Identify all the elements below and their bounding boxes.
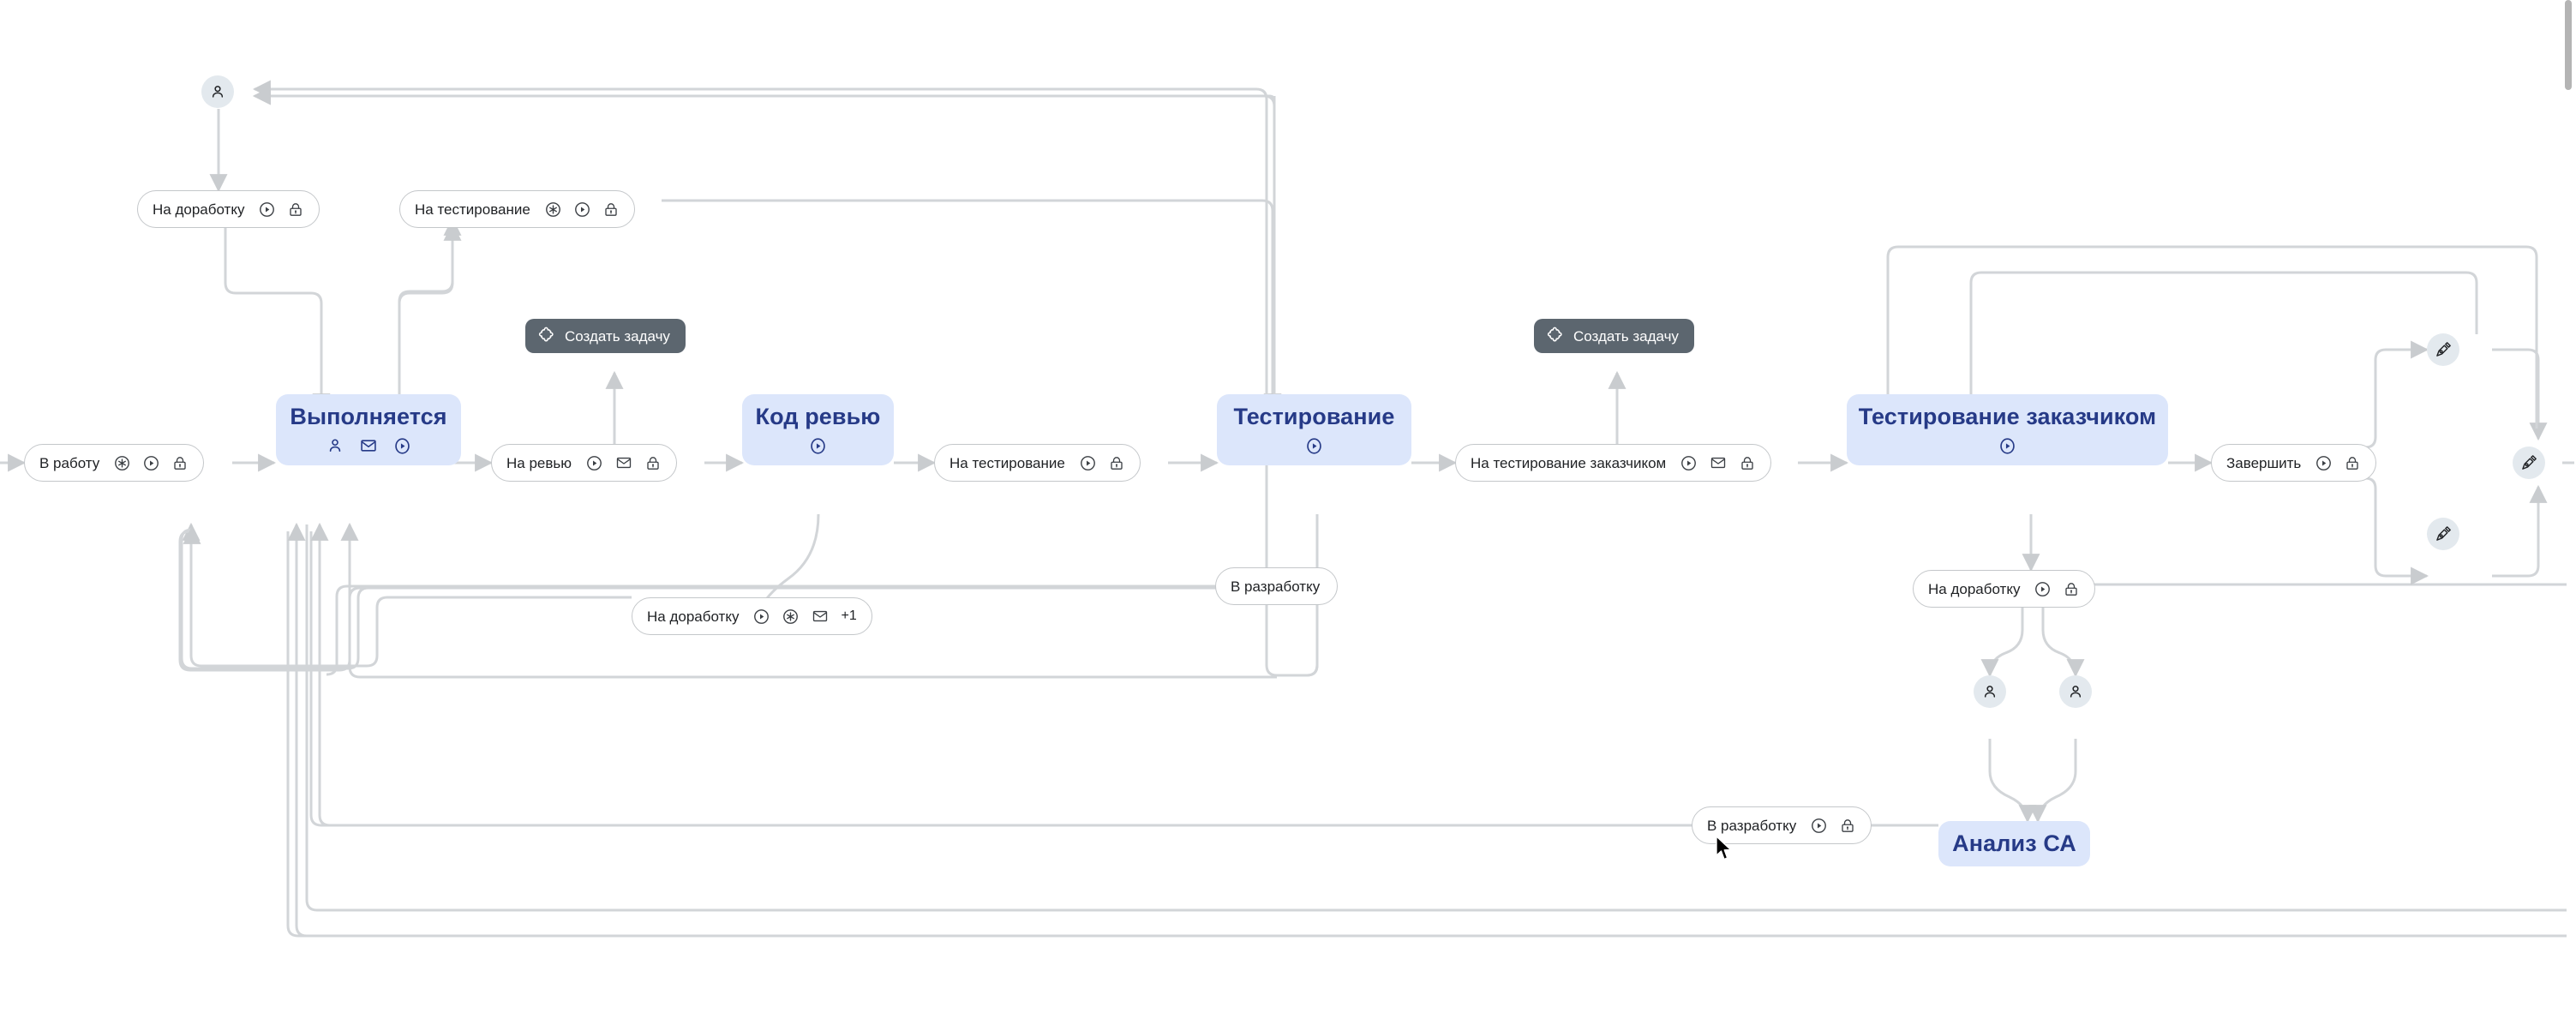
lock-icon[interactable] [1739,454,1756,472]
transition-icon-row [544,201,620,219]
envelope-icon[interactable] [1709,454,1728,471]
gadget-pen-right-top[interactable] [2427,333,2459,366]
transition-pill-na-dorabotku-zakazchik[interactable]: На доработку [1913,570,2096,608]
lock-icon[interactable] [602,201,620,219]
lock-icon[interactable] [2063,580,2080,598]
asterisk-circle-icon[interactable] [782,608,800,626]
lock-icon[interactable] [1839,817,1856,835]
more-actions-count[interactable]: +1 [841,608,857,623]
envelope-icon[interactable] [359,437,378,454]
transition-icon-row: +1 [752,608,857,626]
transition-icon-row [2034,580,2080,598]
lock-icon[interactable] [2344,454,2361,472]
state-title: Выполняется [290,404,447,430]
transition-icon-row [113,454,189,472]
play-circle-icon[interactable] [2034,580,2052,598]
pen-icon [2436,342,2451,357]
state-title: Код ревью [755,404,881,430]
state-title: Анализ СА [1952,830,2076,856]
lock-icon[interactable] [171,454,189,472]
lock-icon[interactable] [1108,454,1125,472]
transition-pill-v-rabotu[interactable]: В работу [24,444,205,482]
transition-pill-na-revyu[interactable]: На ревью [491,444,678,482]
transition-label: В разработку [1707,817,1797,834]
play-circle-icon[interactable] [1810,817,1828,835]
transition-label: На доработку [647,608,740,625]
transition-icon-row [585,454,662,472]
transition-pill-v-razrabotku-testirovanie[interactable]: В разработку [1215,567,1339,605]
play-circle-icon[interactable] [1079,454,1097,472]
lock-icon[interactable] [644,454,662,472]
gadget-pen-right-bottom[interactable] [2427,518,2459,550]
transition-pill-zavershit[interactable]: Завершить [2211,444,2377,482]
pen-icon [2436,526,2451,541]
transition-label: На доработку [1928,580,2021,597]
transition-pill-na-testirovanie-top[interactable]: На тестирование [399,190,635,228]
state-title: Тестирование [1233,404,1395,430]
envelope-icon[interactable] [614,454,633,471]
person-icon [1984,686,1996,698]
play-circle-icon[interactable] [142,454,160,472]
transition-icon-row [2315,454,2361,472]
transition-label: На ревью [506,454,572,471]
state-node-kod-revyu[interactable]: Код ревью [742,394,894,465]
state-node-testirovanie[interactable]: Тестирование [1217,394,1411,465]
person-icon [2070,686,2082,698]
transition-label: В работу [39,454,100,471]
gadget-person-sa-left[interactable] [1974,675,2006,708]
transition-label: На тестирование [415,201,530,218]
play-circle-icon[interactable] [2315,454,2333,472]
asterisk-circle-icon[interactable] [544,201,562,219]
action-badge-label: Создать задачу [1573,327,1679,345]
transition-pill-na-testirovanie-mid[interactable]: На тестирование [934,444,1141,482]
action-badge-sozdat-zadachu-2[interactable]: Создать задачу [1534,319,1694,353]
state-title: Тестирование заказчиком [1858,404,2157,430]
transition-icon-row [1680,454,1756,472]
puzzle-icon [537,327,556,345]
pen-icon [2522,455,2537,470]
asterisk-circle-icon[interactable] [113,454,131,472]
state-icon-row [809,437,827,455]
puzzle-icon [1546,327,1565,345]
play-circle-icon[interactable] [752,608,770,626]
lock-icon[interactable] [287,201,304,219]
play-circle-icon[interactable] [1680,454,1698,472]
transition-label: На тестирование [950,454,1065,471]
transition-pill-na-dorabotku-top[interactable]: На доработку [137,190,321,228]
play-circle-icon[interactable] [585,454,603,472]
person-icon [212,86,224,98]
play-circle-icon[interactable] [1305,437,1323,455]
transition-icon-row [1810,817,1856,835]
action-badge-sozdat-zadachu-1[interactable]: Создать задачу [525,319,686,353]
state-icon-row [1998,437,2016,455]
play-circle-icon[interactable] [809,437,827,455]
play-circle-icon[interactable] [1998,437,2016,455]
state-node-vypolnyaetsya[interactable]: Выполняется [276,394,461,465]
state-node-testirovanie-zakazchikom[interactable]: Тестирование заказчиком [1847,394,2168,465]
state-icon-row [326,437,411,455]
envelope-icon[interactable] [811,608,830,625]
gadget-person-sa-right[interactable] [2059,675,2092,708]
transition-pill-na-dorabotku-kod-revyu[interactable]: На доработку +1 [632,597,872,635]
vertical-scrollbar-track[interactable] [2564,0,2576,1013]
play-circle-icon[interactable] [393,437,411,455]
transition-label: В разработку [1231,578,1321,595]
state-node-analiz-sa[interactable]: Анализ СА [1938,821,2090,866]
state-icon-row [1305,437,1323,455]
transition-pill-na-testirovanie-zakazchikom[interactable]: На тестирование заказчиком [1455,444,1772,482]
person-icon[interactable] [326,437,344,454]
transition-label: На доработку [153,201,245,218]
play-circle-icon[interactable] [258,201,276,219]
transition-icon-row [258,201,304,219]
transition-label: Завершить [2226,454,2302,471]
play-circle-icon[interactable] [573,201,591,219]
transition-label: На тестирование заказчиком [1471,454,1667,471]
transition-icon-row [1079,454,1125,472]
action-badge-label: Создать задачу [565,327,670,345]
transition-pill-v-razrabotku-sa[interactable]: В разработку [1692,806,1872,844]
vertical-scrollbar-thumb[interactable] [2565,0,2572,90]
gadget-pen-right-mid[interactable] [2513,447,2545,479]
gadget-person-top-left[interactable] [201,75,234,108]
